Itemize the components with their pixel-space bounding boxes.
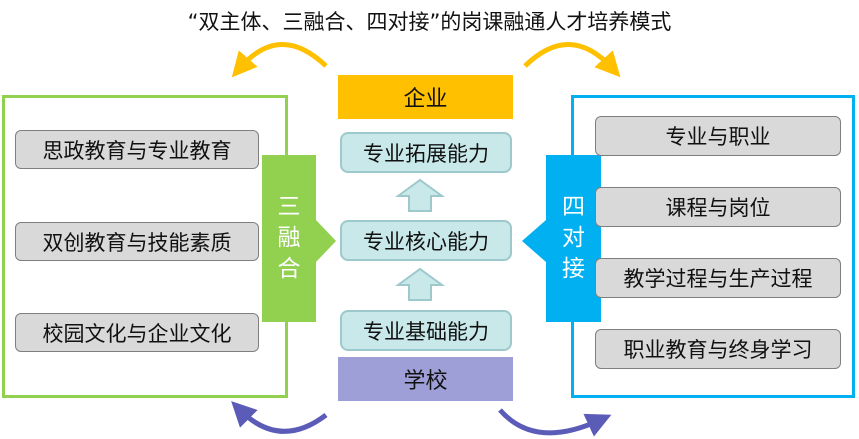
curved-arrow-top-right bbox=[523, 42, 621, 78]
left-label-char-2: 融 bbox=[277, 224, 301, 251]
right-label-arrow bbox=[522, 155, 601, 322]
right-item-4: 职业教育与终身学习 bbox=[595, 329, 841, 369]
curved-arrow-bottom-right bbox=[498, 408, 612, 437]
ability-core: 专业核心能力 bbox=[340, 220, 512, 261]
enterprise-box: 企业 bbox=[338, 75, 513, 119]
left-label-char-3: 合 bbox=[277, 256, 301, 283]
left-item-2: 双创教育与技能素质 bbox=[15, 222, 259, 261]
diagram-title: “双主体、三融合、四对接”的岗课融通人才培养模式 bbox=[187, 10, 672, 34]
curved-arrow-bottom-left bbox=[231, 401, 328, 434]
right-item-3: 教学过程与生产过程 bbox=[595, 258, 841, 298]
ability-basic: 专业基础能力 bbox=[340, 310, 512, 351]
school-box: 学校 bbox=[338, 357, 513, 401]
up-arrow-upper bbox=[394, 178, 446, 212]
left-item-3: 校园文化与企业文化 bbox=[15, 313, 259, 352]
up-arrow-lower bbox=[394, 267, 446, 301]
left-panel bbox=[2, 95, 288, 398]
right-item-1: 专业与职业 bbox=[595, 116, 841, 156]
right-label-char-2: 对 bbox=[562, 224, 585, 251]
right-label: 四 对 接 bbox=[546, 155, 601, 322]
ability-expand: 专业拓展能力 bbox=[340, 132, 512, 173]
right-label-char-3: 接 bbox=[562, 256, 585, 283]
right-panel bbox=[571, 95, 855, 398]
right-label-char-1: 四 bbox=[562, 193, 585, 220]
curved-arrow-top-left bbox=[231, 42, 328, 78]
left-item-1: 思政教育与专业教育 bbox=[15, 130, 259, 169]
left-label-char-1: 三 bbox=[277, 193, 301, 220]
left-label: 三 融 合 bbox=[262, 155, 316, 322]
right-item-2: 课程与岗位 bbox=[595, 187, 841, 227]
left-label-arrow bbox=[262, 155, 336, 322]
